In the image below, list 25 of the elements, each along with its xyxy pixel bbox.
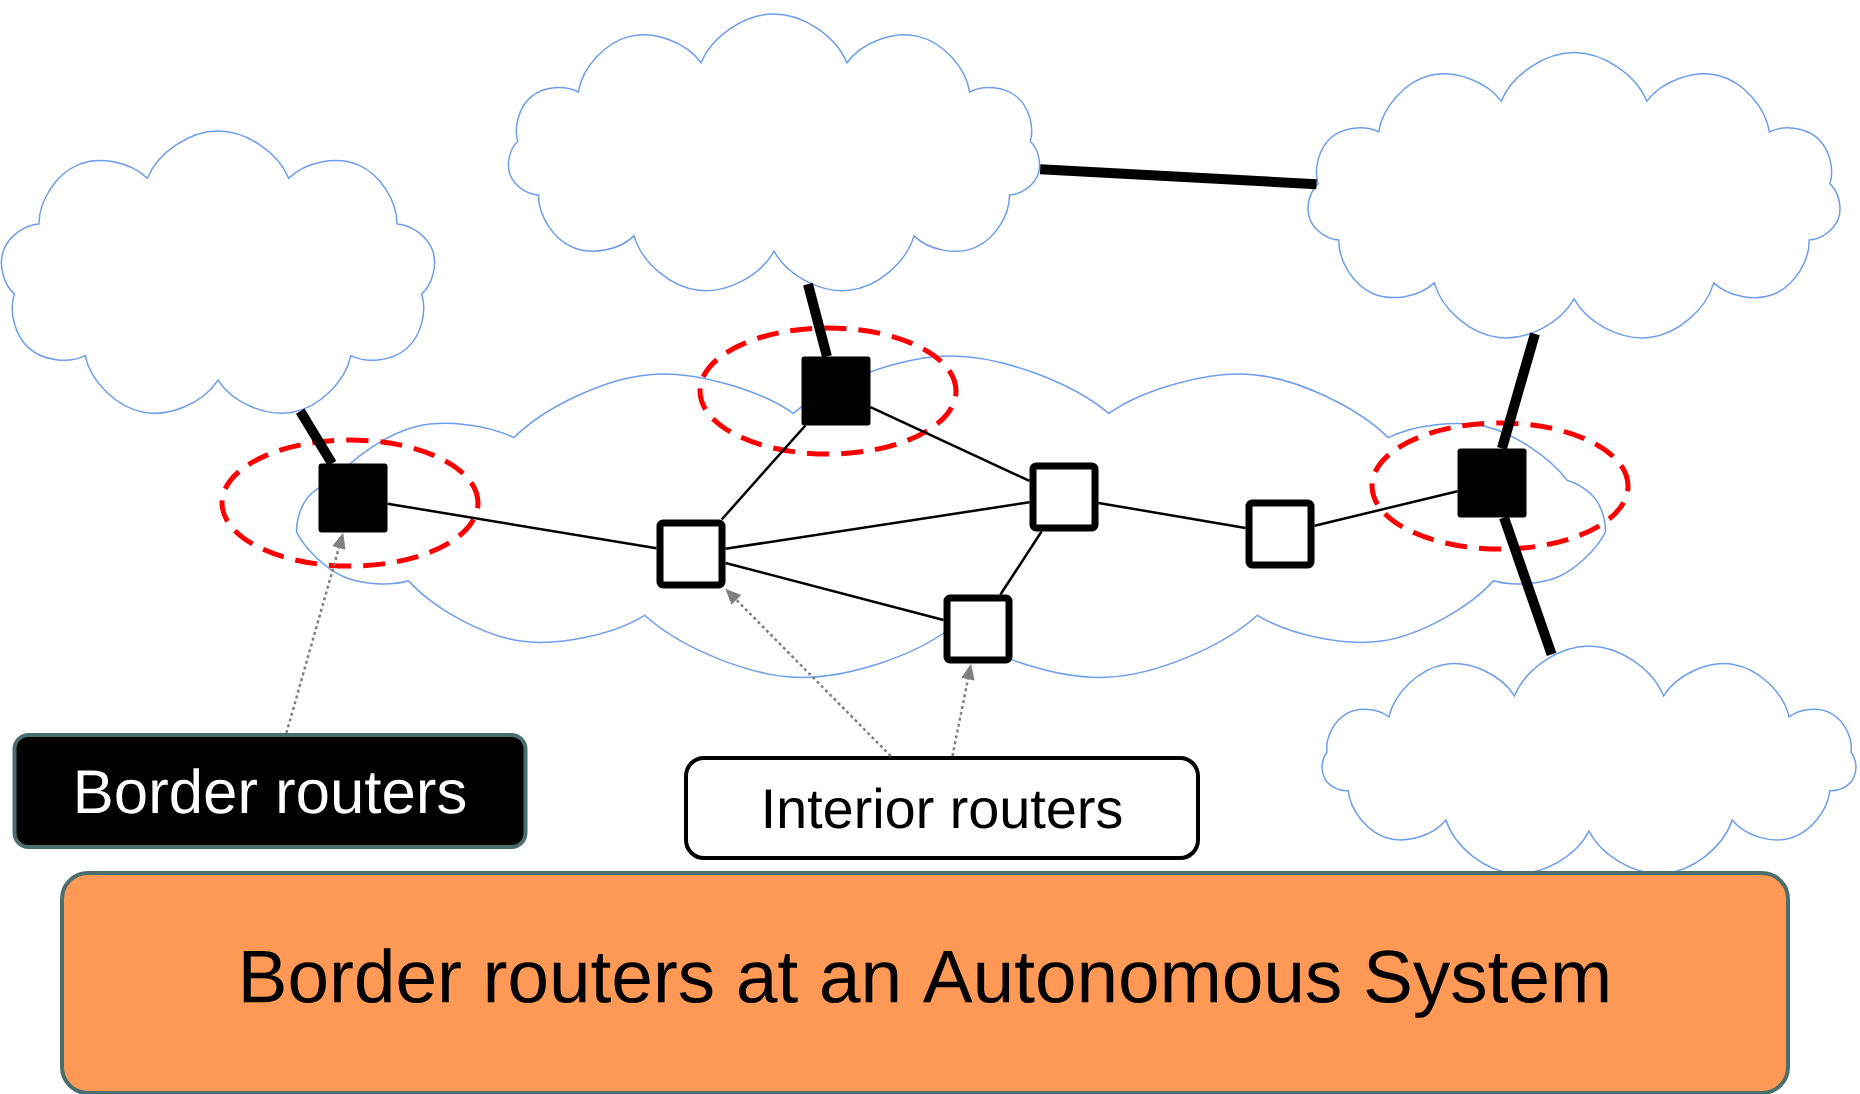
cloud-shape [0, 130, 436, 414]
label-box: Border routers [12, 733, 528, 849]
cloud-shape [507, 13, 1041, 292]
connector-line [870, 405, 1031, 483]
connector-line [295, 408, 337, 467]
border-router [318, 463, 388, 533]
connector-line [803, 282, 832, 358]
connector-line [999, 530, 1043, 596]
border-router [801, 356, 871, 426]
connector-line [1314, 490, 1458, 527]
connector-line [1497, 332, 1540, 450]
connector-line [1039, 164, 1317, 190]
cloud-shape [1307, 51, 1841, 339]
interior-router [1029, 462, 1099, 532]
caption-box: Border routers at an Autonomous System [60, 871, 1790, 1094]
label-box: Interior routers [684, 756, 1200, 860]
connector-line [725, 501, 1030, 550]
interior-router [1245, 499, 1315, 569]
connector-line [1499, 515, 1557, 656]
connector-line [387, 502, 657, 550]
connector-line [720, 424, 807, 521]
interior-router [943, 594, 1013, 664]
interior-router [656, 519, 726, 589]
border-router [1457, 448, 1527, 518]
connector-line [1098, 501, 1246, 530]
